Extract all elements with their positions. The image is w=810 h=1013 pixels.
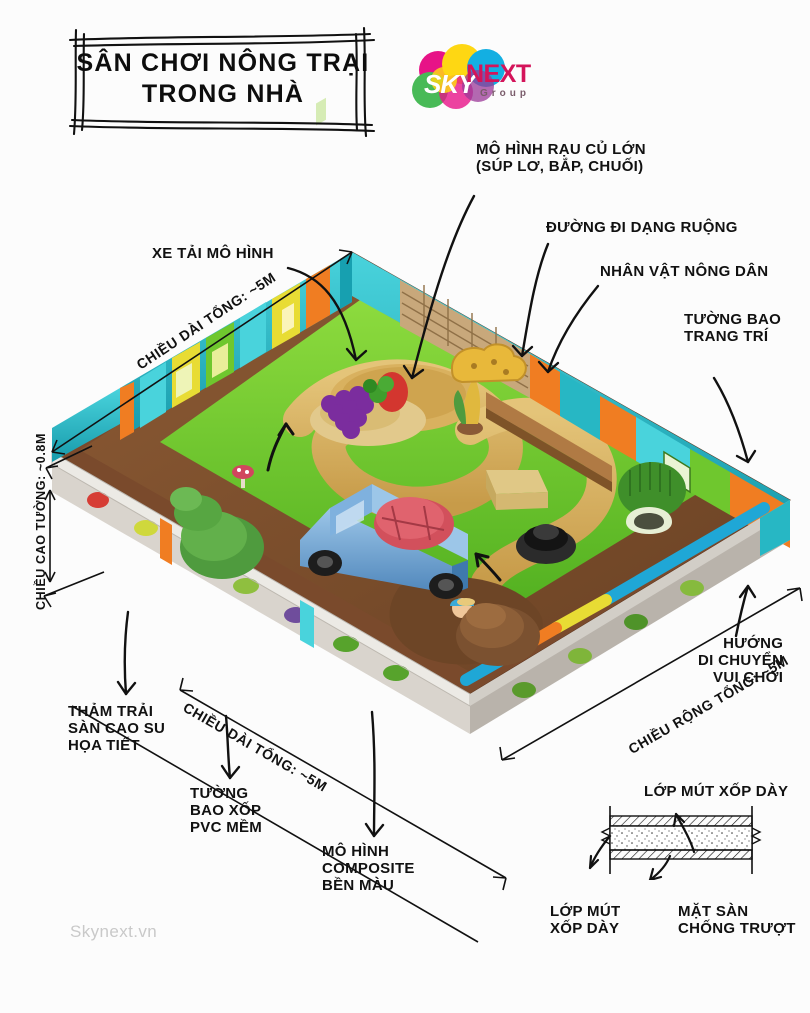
mushroom-decor xyxy=(232,465,254,488)
hay-bale xyxy=(486,470,548,510)
label-huong-di-chuyen: HƯỚNG DI CHUYỂN VUI CHƠI xyxy=(698,635,784,686)
wall-front-left xyxy=(51,451,471,734)
label-duong-di-dang-ruong: ĐƯỜNG ĐI DẠNG RUỘNG xyxy=(546,219,738,236)
floor-section-diagram xyxy=(588,806,762,880)
logo-sky-text: SKY xyxy=(424,69,475,99)
page-title: SÂN CHƠI NÔNG TRẠI TRONG NHÀ xyxy=(70,48,376,109)
corn-model xyxy=(453,378,483,435)
label-tham-trai-san-cao-su: THẢM TRẢI SÀN CAO SU HỌA TIẾT xyxy=(68,703,166,754)
wall-inner-right xyxy=(760,500,790,556)
label-mo-hinh-rau-cu: MÔ HÌNH RẠU CỦ LỚN (SÚP LƠ, BẮP, CHUỐI) xyxy=(476,141,646,175)
toy-truck-model xyxy=(300,484,468,599)
broccoli-model xyxy=(170,487,264,579)
logo-next-text: NEXT xyxy=(466,60,531,88)
label-xe-tai-mo-hinh: XE TẢI MÔ HÌNH xyxy=(152,245,274,262)
cactus-tunnel xyxy=(618,462,686,534)
label-mat-san-chong-truot: MẶT SÀN CHỐNG TRƯỢT xyxy=(678,903,796,937)
dimension-chieu-cao-tuong: CHIỀU CAO TƯỜNG: ~0.8M xyxy=(34,433,48,610)
label-lop-mut-xop-day-top: LỚP MÚT XỐP DÀY xyxy=(644,783,789,800)
logo-group-text: Group xyxy=(480,88,530,99)
tyre-stack xyxy=(516,524,576,564)
label-nhan-vat-nong-dan: NHÂN VẬT NÔNG DÂN xyxy=(600,263,769,280)
skynext-logo xyxy=(412,44,505,109)
title-frame xyxy=(68,26,376,138)
label-mo-hinh-composite: MÔ HÌNH COMPOSITE BỀN MÀU xyxy=(322,843,415,894)
label-lop-mut-xop-day-left: LỚP MÚT XỐP DÀY xyxy=(550,903,621,937)
title-line-1: SÂN CHƠI NÔNG TRẠI xyxy=(76,49,370,77)
label-tuong-bao-xop-pvc: TƯỜNG BAO XỐP PVC MỀM xyxy=(190,785,263,836)
watermark-skynext: Skynext.vn xyxy=(70,922,158,941)
title-line-2: TRONG NHÀ xyxy=(141,79,305,108)
label-tuong-bao-trang-tri: TƯỜNG BAO TRANG TRÍ xyxy=(684,311,782,345)
